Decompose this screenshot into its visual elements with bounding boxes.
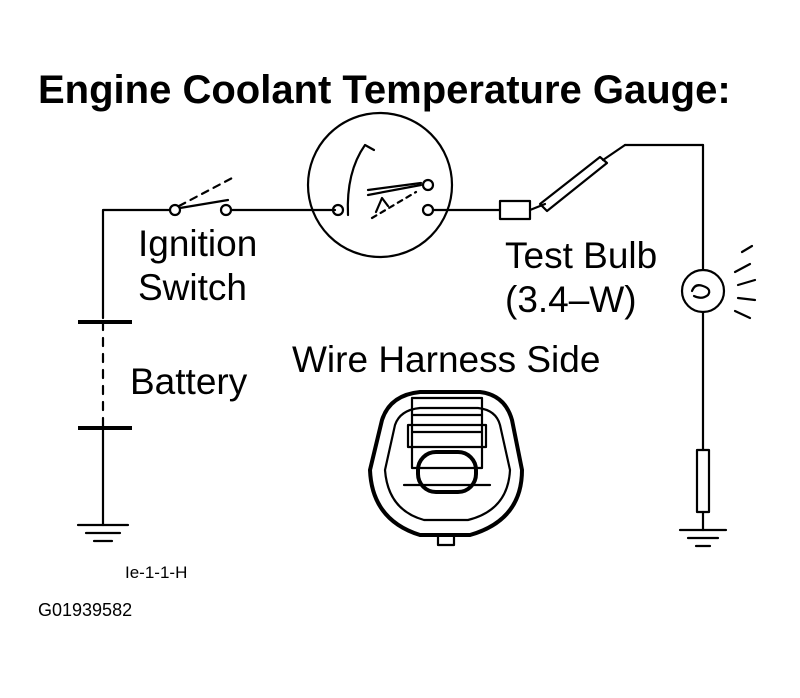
ground-left-icon (76, 523, 130, 543)
test-bulb-label: Test Bulb (3.4–W) (505, 235, 658, 320)
ignition-switch-symbol (168, 174, 238, 217)
test-probe-symbol (498, 143, 705, 221)
wire-battery-to-switch (101, 208, 172, 320)
battery-label: Battery (130, 361, 248, 402)
probe-tip-symbol (695, 448, 711, 532)
image-id-label: G01939582 (38, 600, 133, 620)
test-bulb-symbol (680, 244, 757, 320)
ignition-switch-label: Ignition Switch (138, 223, 258, 308)
harness-connector-symbol (367, 390, 525, 547)
battery-symbol (78, 320, 132, 527)
ground-right-icon (678, 528, 728, 548)
gauge-symbol (306, 111, 454, 259)
figure-code-label: Ie-1-1-H (125, 563, 188, 582)
wire-harness-side-label: Wire Harness Side (292, 339, 601, 380)
page-title: Engine Coolant Temperature Gauge: (38, 68, 731, 112)
